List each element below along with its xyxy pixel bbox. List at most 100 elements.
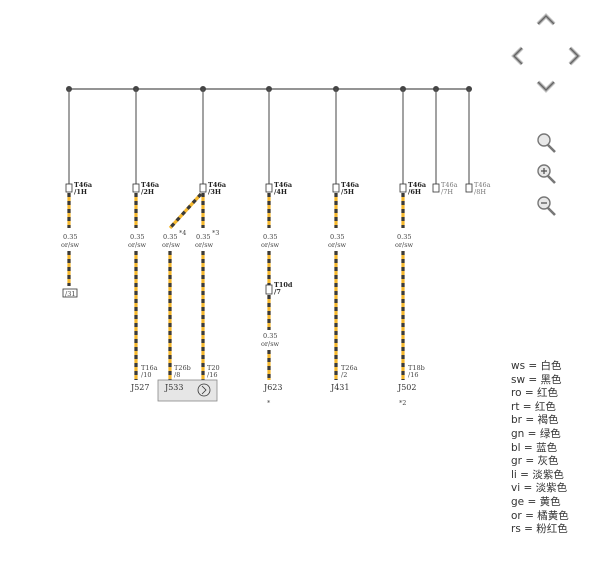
connector-c7 <box>432 183 440 193</box>
connector-name-c1: T46a <box>74 181 93 189</box>
note-c6: *2 <box>399 399 406 407</box>
legend-code: ws <box>511 360 526 372</box>
legend-meaning: 红色 <box>534 400 556 413</box>
module-j533-gateway-arrow <box>201 385 207 395</box>
legend-equals: = <box>521 509 538 522</box>
wire-size-c5: 0.35 <box>330 233 344 241</box>
pin-bottom-c5: /2 <box>341 371 347 379</box>
wire-size-c1: 0.35 <box>63 233 77 241</box>
legend-row-or: or = 橘黄色 <box>511 510 569 524</box>
wire-size-c3: 0.35 <box>163 233 177 241</box>
legend-code: sw <box>511 373 526 386</box>
pin-top-c3: T26b <box>174 364 191 372</box>
legend-meaning: 褐色 <box>537 414 559 427</box>
legend-row-br: br = 褐色 <box>511 414 569 428</box>
connector-name-c6: T46a <box>408 181 427 189</box>
pin-top-c2: T16a <box>141 364 158 372</box>
legend-row-sw: sw = 黑色 <box>511 374 569 388</box>
legend-code: rs <box>511 523 521 536</box>
pan-left-icon[interactable] <box>511 46 524 66</box>
zoom-out-icon[interactable] <box>537 196 556 216</box>
pan-up-icon[interactable] <box>536 13 556 26</box>
pan-down-icon[interactable] <box>536 80 556 93</box>
legend-equals: = <box>520 441 537 454</box>
connector-c5 <box>332 183 340 193</box>
wires <box>67 192 405 380</box>
legend-code: br <box>511 414 522 427</box>
legend-meaning: 白色 <box>540 360 562 372</box>
legend-equals: = <box>520 482 536 495</box>
pin-top-c3b: T20 <box>207 364 220 372</box>
legend-meaning: 绿色 <box>539 427 561 440</box>
inline-connector-pin-c4: /7 <box>274 288 281 296</box>
legend-equals: = <box>521 387 537 400</box>
connector-pin-c7: /7H <box>441 188 453 196</box>
wire-color-c3: or/sw <box>162 241 181 249</box>
pin-top-c5: T26a <box>341 364 358 372</box>
pin-top-c6: T18b <box>408 364 425 372</box>
inline-connector-c4 <box>265 284 273 295</box>
connector-pin-c4: /4H <box>274 188 287 196</box>
legend-code: or <box>511 509 522 522</box>
legend-equals: = <box>520 523 537 536</box>
zoom-in-icon[interactable] <box>537 164 556 184</box>
ground-terminal-box <box>62 288 78 298</box>
ground-terminal-label: /31 <box>65 290 75 298</box>
wire-size-c3b: 0.35 <box>196 233 210 241</box>
pin-bottom-c3b: /16 <box>207 371 217 379</box>
connector-c4 <box>265 183 273 193</box>
connector-pin-c1: /1H <box>74 188 87 196</box>
wire-size-c4: 0.35 <box>263 233 277 241</box>
legend-equals: = <box>524 495 540 508</box>
legend-meaning: 橘黄色 <box>537 509 569 522</box>
legend-equals: = <box>525 360 541 372</box>
legend-code: gr <box>511 455 522 468</box>
legend-equals: = <box>519 400 535 413</box>
connector-c8 <box>465 183 473 193</box>
legend-meaning: 淡紫色 <box>532 468 564 481</box>
component-j623: J623 <box>263 383 282 392</box>
connector-labels: T46a /1H T46a /2H T46a /3H T46a /4H T46a… <box>74 181 491 196</box>
wire-note-c3b: *3 <box>212 229 219 237</box>
connector-c3 <box>199 183 207 193</box>
connector-name-c4: T46a <box>274 181 293 189</box>
legend-meaning: 淡紫色 <box>535 482 568 495</box>
legend-code: bl <box>511 441 521 454</box>
legend-row-li: li = 淡紫色 <box>511 469 569 483</box>
legend-code: ge <box>511 495 525 508</box>
pan-right-icon[interactable] <box>568 46 581 66</box>
legend-row-bl: bl = 蓝色 <box>511 442 569 456</box>
wire-color-c2: or/sw <box>128 241 147 249</box>
connector-symbols <box>65 183 473 193</box>
connector-pin-c3: /3H <box>208 188 221 196</box>
legend-equals: = <box>521 455 538 468</box>
wire-color-c5: or/sw <box>328 241 347 249</box>
legend-equals: = <box>521 414 538 427</box>
legend-meaning: 灰色 <box>537 455 559 468</box>
legend-row-ws: ws = 白色 <box>511 360 569 374</box>
legend-meaning: 黄色 <box>539 495 561 508</box>
connector-name-c3: T46a <box>208 181 227 189</box>
pin-bottom-c6: /16 <box>408 371 418 379</box>
legend-row-ge: ge = 黄色 <box>511 496 569 510</box>
legend-code: vi <box>511 482 521 495</box>
legend-code: gn <box>511 427 525 440</box>
note-c4: * <box>267 399 271 407</box>
pin-bottom-c3: /8 <box>174 371 180 379</box>
wire-note-c3: *4 <box>179 229 186 237</box>
connector-c2 <box>132 183 140 193</box>
wire-size-c4-lower: 0.35 <box>263 332 277 340</box>
inline-connector-name-c4: T10d <box>274 281 293 289</box>
wire-color-c3b: or/sw <box>195 241 214 249</box>
legend-row-rt: rt = 红色 <box>511 401 569 415</box>
module-j533-gateway-icon <box>197 383 211 397</box>
wire-color-c4: or/sw <box>261 241 280 249</box>
zoom-fit-icon[interactable] <box>537 133 556 153</box>
component-j533: J533 <box>164 383 183 392</box>
legend-meaning: 红色 <box>537 387 558 400</box>
connector-c1 <box>65 183 73 193</box>
legend-row-ro: ro = 红色 <box>511 387 569 401</box>
component-j431: J431 <box>330 383 349 392</box>
